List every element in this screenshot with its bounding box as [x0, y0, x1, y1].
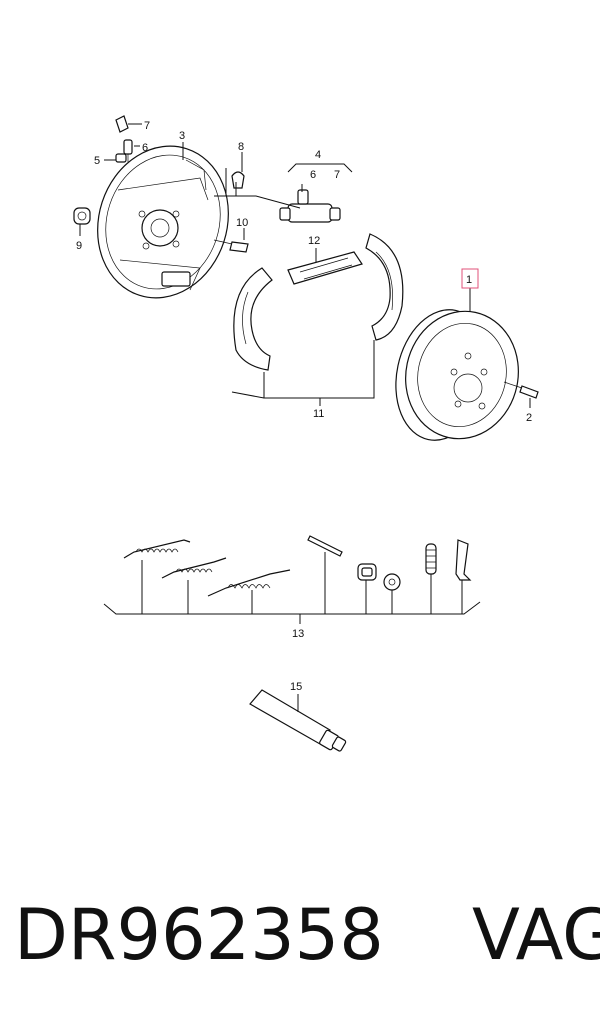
callout-lines-upper [79, 123, 531, 408]
wheel-cylinder-4 [279, 189, 341, 223]
bushing-9 [73, 207, 91, 225]
brake-exploded-diagram: 1 2 3 4 5 6 6 7 7 8 9 10 11 12 13 15 [73, 115, 539, 752]
label-6-cylinder[interactable]: 6 [310, 169, 316, 181]
label-10[interactable]: 10 [236, 217, 248, 229]
bolt-6 [123, 139, 133, 162]
label-5[interactable]: 5 [94, 155, 100, 167]
part-code: DR962358 [14, 894, 384, 976]
backing-plate [97, 145, 229, 299]
brake-shoe-right [365, 233, 404, 341]
label-11[interactable]: 11 [313, 408, 324, 420]
label-8[interactable]: 8 [238, 141, 244, 153]
label-9[interactable]: 9 [76, 240, 82, 252]
label-3[interactable]: 3 [179, 130, 185, 142]
screw-2 [503, 381, 539, 399]
label-15[interactable]: 15 [290, 681, 302, 693]
hardware-kit [123, 535, 472, 597]
part-caption: DR962358 VAG [14, 885, 600, 985]
label-12[interactable]: 12 [308, 235, 320, 247]
bolt-7 [115, 115, 129, 133]
brand-name: VAG [472, 894, 600, 976]
bolt-10 [213, 239, 249, 253]
adjuster-12 [287, 251, 363, 285]
brake-shoe-left [233, 267, 273, 371]
bolt-5 [115, 153, 127, 163]
label-6-bolt[interactable]: 6 [142, 142, 148, 154]
callout-labels: 1 2 3 4 5 6 6 7 7 8 9 10 11 12 13 15 [76, 120, 532, 693]
label-7-bolt[interactable]: 7 [144, 120, 150, 132]
grease-tube-15 [249, 689, 347, 752]
label-7-cylinder[interactable]: 7 [334, 169, 340, 181]
highlight-box-1 [461, 268, 479, 289]
label-4[interactable]: 4 [315, 149, 321, 161]
label-1[interactable]: 1 [466, 274, 472, 286]
clip-8 [231, 171, 245, 189]
label-13[interactable]: 13 [292, 628, 304, 640]
label-2[interactable]: 2 [526, 412, 532, 424]
callout-lines-kit [103, 552, 481, 624]
brake-drum-1 [395, 309, 519, 441]
